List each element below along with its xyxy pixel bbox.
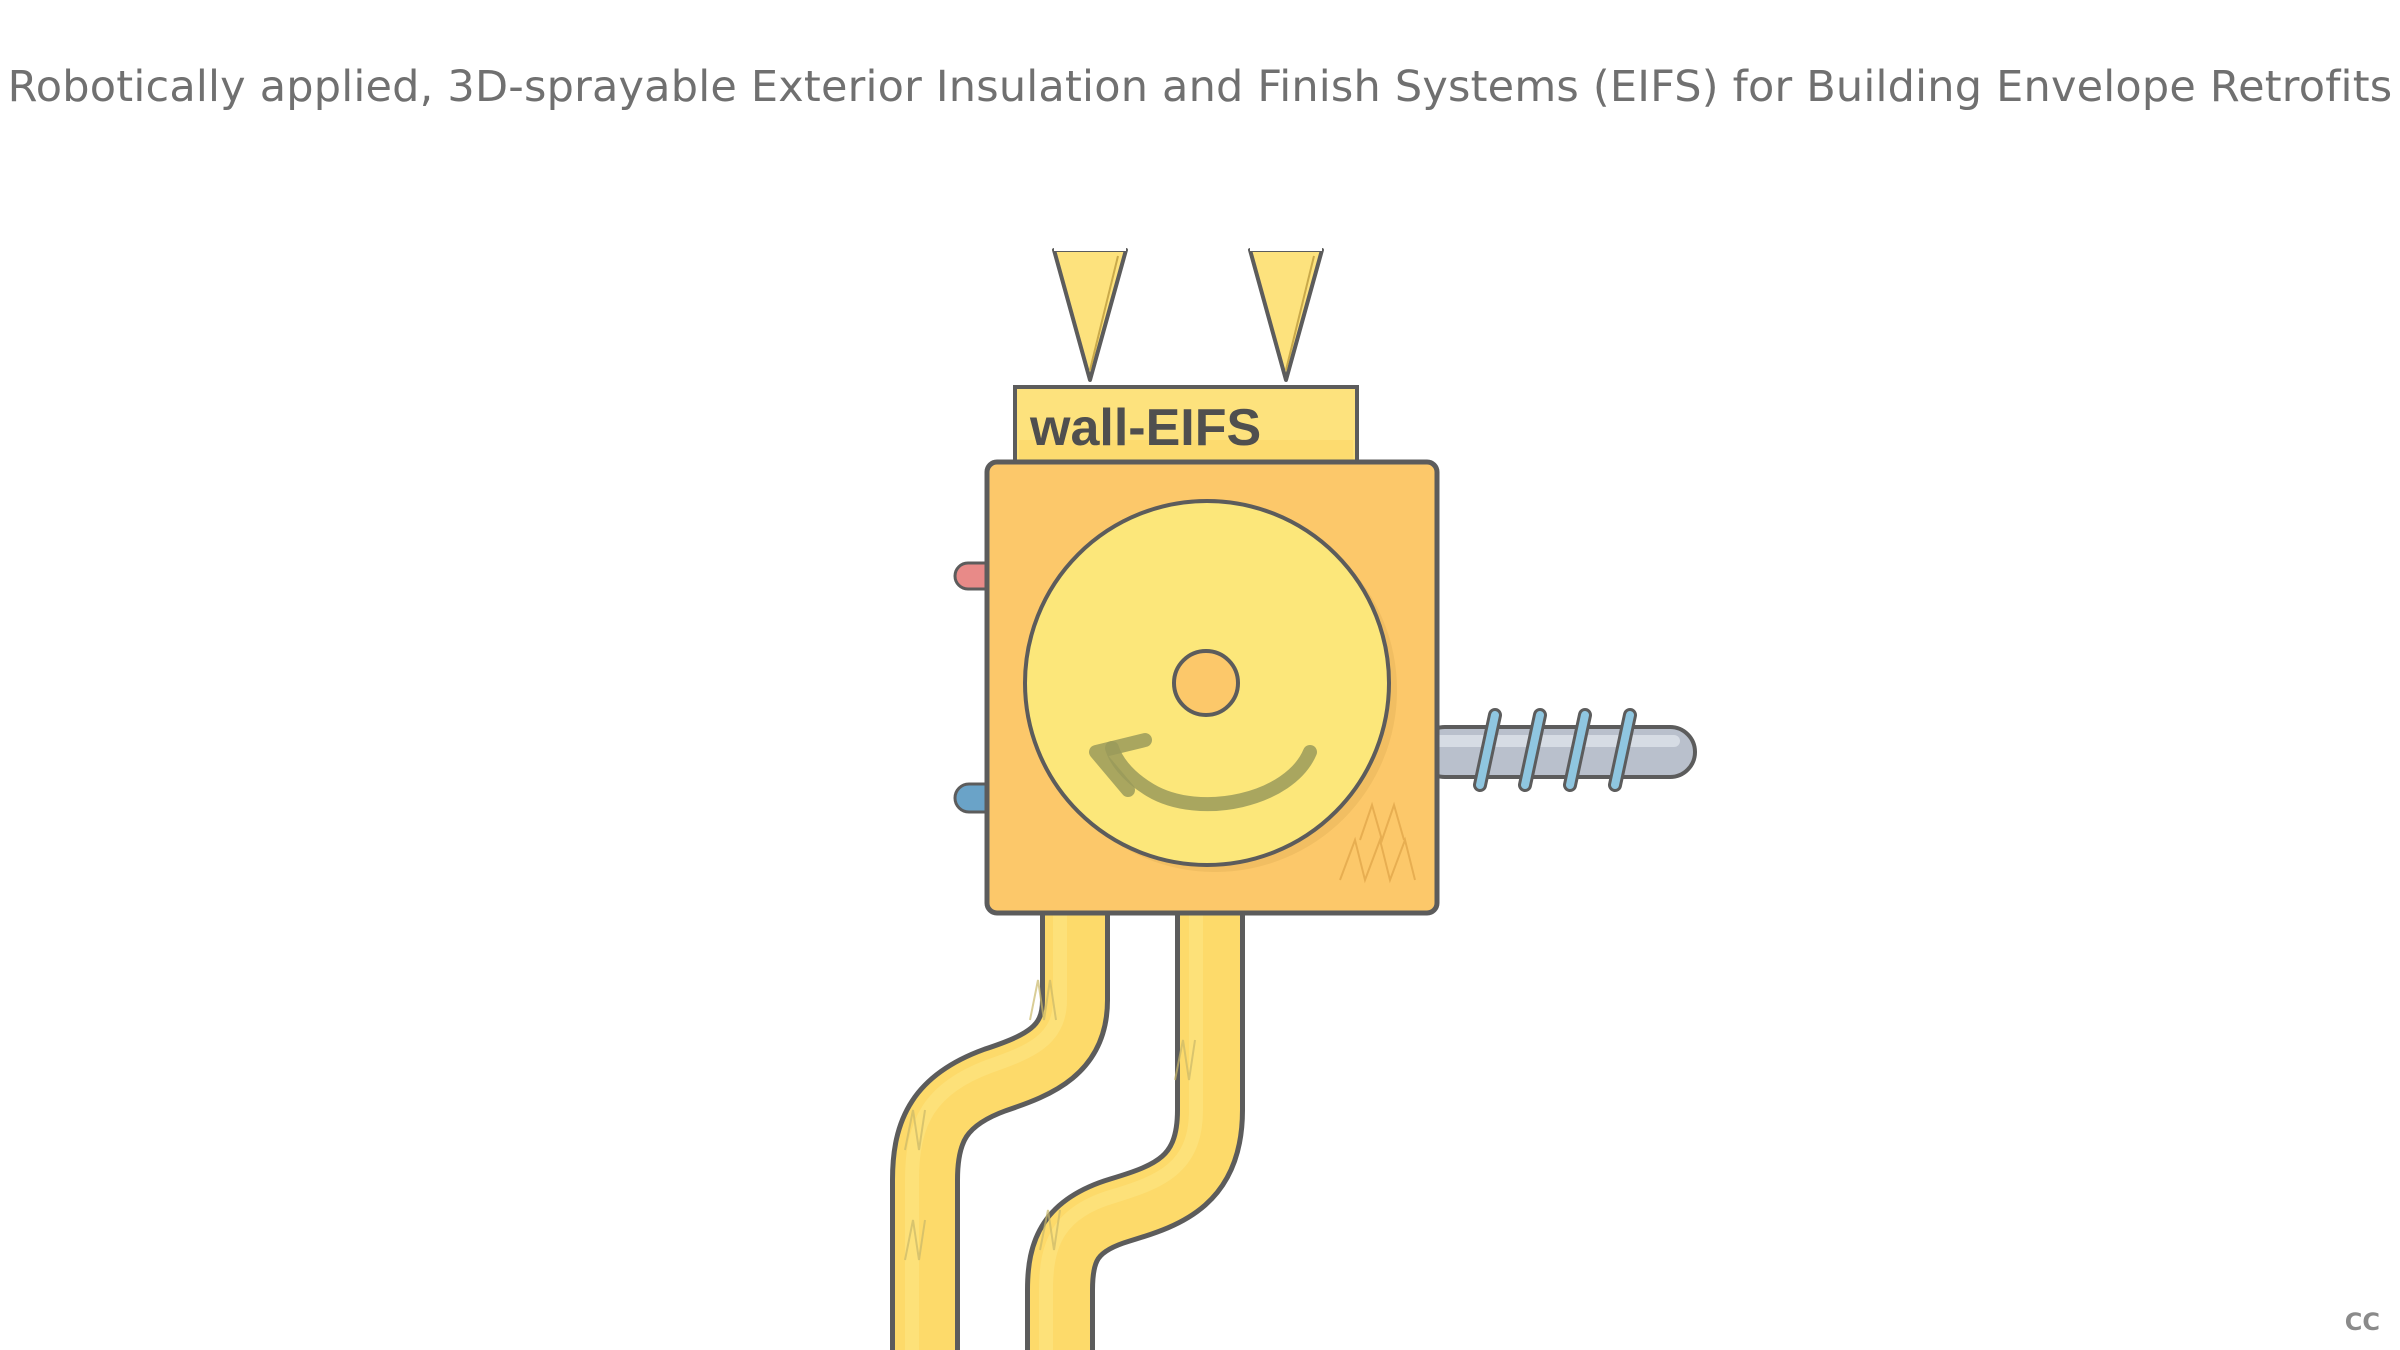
slide-title: Robotically applied, 3D-sprayable Exteri…: [7, 62, 2393, 112]
rotary-wheel: [1023, 499, 1397, 872]
label-plate: wall-EIFS: [1013, 385, 1359, 467]
device-label: wall-EIFS: [1029, 399, 1261, 457]
spray-nozzles: [1052, 245, 1324, 382]
auger-screw: [1418, 708, 1697, 792]
wheel-hub: [1172, 649, 1240, 717]
closed-captions-button[interactable]: CC: [2344, 1308, 2380, 1336]
rotation-arrow-icon: [1105, 741, 1317, 812]
material-hoses: [890, 900, 1245, 1350]
